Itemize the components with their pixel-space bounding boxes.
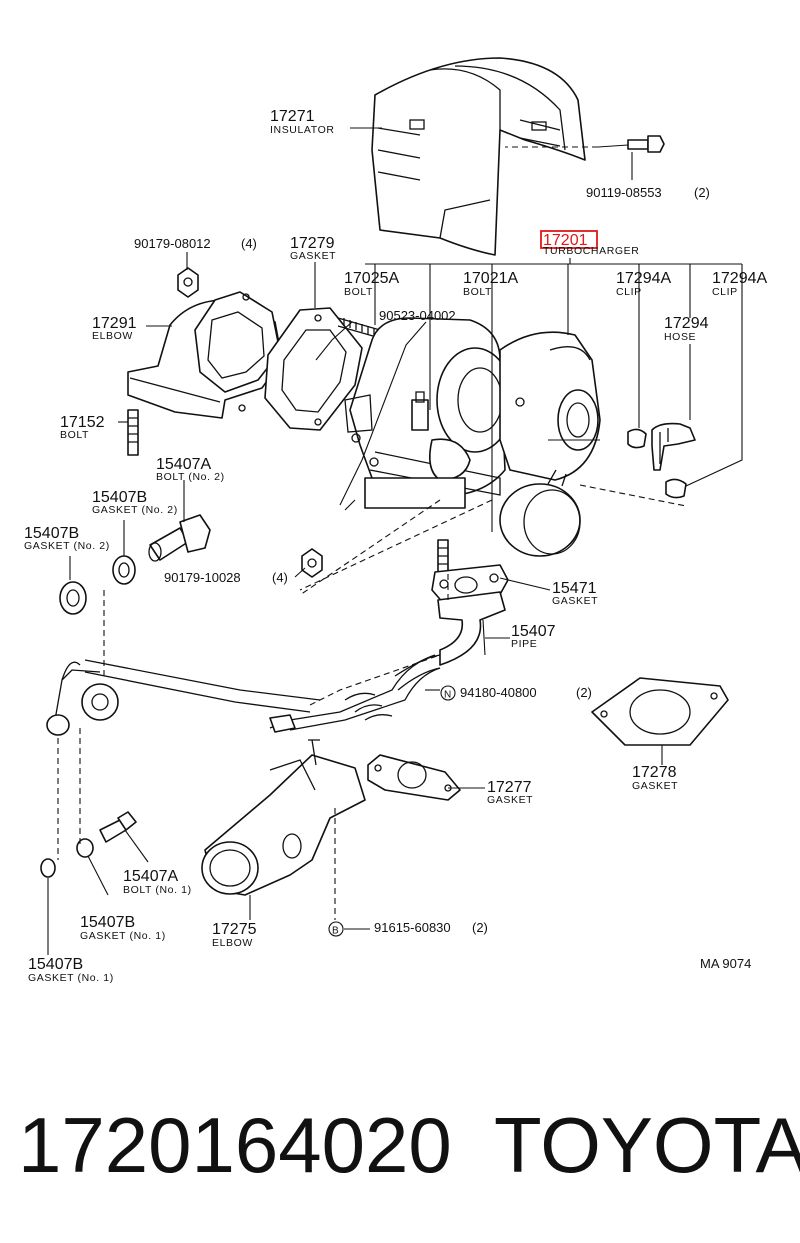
union-bolt-15407a-1-drawing: [99, 811, 137, 843]
union-bolt-15407a-2-drawing: [148, 514, 211, 562]
callout-17291-name: ELBOW: [92, 330, 133, 342]
callout-91615-60830-marker: B: [332, 926, 339, 937]
turbocharger-drawing: [344, 317, 601, 509]
callout-90179-10028-number: 90179-10028: [164, 570, 241, 585]
insulator-drawing: [371, 57, 586, 256]
elbow-17275-drawing: [201, 739, 366, 896]
clip-17294a-2-drawing: [665, 478, 687, 499]
callout-17025a-name: BOLT: [344, 286, 373, 298]
hose-17294-drawing: [651, 422, 696, 471]
callout-15407b-2b-name: GASKET (No. 2): [24, 540, 110, 552]
callout-15407b-2a-number: 15407B: [92, 489, 147, 506]
callout-15407a-2-number: 15407A: [156, 456, 211, 473]
callout-17294-number: 17294: [664, 315, 709, 332]
gasket-17279-drawing: [264, 307, 363, 431]
part-caption: 1720164020 TOYOTA: [18, 1095, 800, 1195]
nut-90179-10028-drawing: [301, 548, 323, 578]
gasket-17278-drawing: [591, 677, 729, 746]
marker-b-circle: [328, 921, 344, 937]
stud-17152-drawing: [127, 409, 139, 456]
callout-17294a-1-number: 17294A: [616, 270, 671, 287]
callout-90119-08553-number: 90119-08553: [586, 185, 662, 200]
gasket-17277-drawing: [367, 754, 461, 801]
dashed-assembly-lines: [57, 146, 687, 920]
callout-17275-number: 17275: [212, 921, 257, 938]
callout-15407a-2-name: BOLT (No. 2): [156, 471, 225, 483]
nut-90179-08012-drawing: [177, 267, 199, 298]
callout-17294a-2-name: CLIP: [712, 286, 738, 298]
gasket-15407b-2b-hole: [66, 589, 80, 607]
callout-94180-40800-marker: N: [444, 690, 451, 701]
callout-90179-08012-number: 90179-08012: [134, 236, 211, 251]
callout-17278-name: GASKET: [632, 780, 678, 792]
callout-15407b-2a-name: GASKET (No. 2): [92, 504, 178, 516]
callout-90179-08012-qty: (4): [241, 236, 257, 251]
callout-15407a-1-number: 15407A: [123, 868, 178, 885]
callout-90119-08553-qty: (2): [694, 185, 710, 200]
callout-94180-40800-qty: (2): [576, 685, 592, 700]
callout-17025a-number: 17025A: [344, 270, 399, 287]
callout-17279-name: GASKET: [290, 250, 336, 262]
marker-n-circle: [440, 685, 456, 701]
gasket-15407b-2b-drawing: [59, 581, 87, 615]
leader-lines: [47, 127, 743, 955]
callout-17294-name: HOSE: [664, 331, 696, 343]
part-number: 1720164020: [18, 1101, 452, 1189]
callout-17294a-2-number: 17294A: [712, 270, 767, 287]
callout-15407b-1a-number: 15407B: [80, 914, 135, 931]
callout-17201-number: 17201: [543, 232, 588, 249]
callout-17271-number: 17271: [270, 108, 315, 125]
callout-17271-name: INSULATOR: [270, 124, 335, 136]
wastegate-actuator-drawing: [499, 469, 581, 557]
callout-15471-name: GASKET: [552, 595, 598, 607]
brand-name: TOYOTA: [494, 1101, 800, 1189]
callout-17021a-name: BOLT: [463, 286, 492, 298]
callout-90523-04002-number: 90523-04002: [379, 308, 456, 323]
exploded-parts-diagram: 17271 INSULATOR 90119-08553 (2) 90179-08…: [24, 57, 767, 984]
callout-15407b-1a-name: GASKET (No. 1): [80, 930, 166, 942]
callout-17201-name: TURBOCHARGER: [543, 245, 639, 257]
callout-15407b-1b-number: 15407B: [28, 956, 83, 973]
callout-91615-60830-qty: (2): [472, 920, 488, 935]
callout-17152-name: BOLT: [60, 429, 89, 441]
elbow-17291-drawing: [127, 291, 283, 419]
callout-90179-10028-qty: (4): [272, 570, 288, 585]
gasket-15407b-2a-hole: [118, 562, 130, 578]
turbocharger-highlight-box: [540, 230, 598, 249]
callout-17294a-1-name: CLIP: [616, 286, 642, 298]
callout-17291-number: 17291: [92, 315, 137, 332]
oil-pipe-15407-drawing: [46, 591, 506, 736]
callout-91615-60830-number: 91615-60830: [374, 920, 451, 935]
gasket-15407b-2a-drawing: [112, 555, 136, 585]
stud-15471-drawing: [437, 539, 449, 576]
callout-17021a-number: 17021A: [463, 270, 518, 287]
bolt-90119-drawing: [627, 135, 665, 153]
callout-15407-number: 15407: [511, 623, 556, 640]
callout-17152-number: 17152: [60, 414, 105, 431]
callout-15407-name: PIPE: [511, 638, 537, 650]
callout-17277-number: 17277: [487, 779, 532, 796]
callout-17277-name: GASKET: [487, 794, 533, 806]
callout-94180-40800-number: 94180-40800: [460, 685, 537, 700]
callout-17279-number: 17279: [290, 235, 335, 252]
callout-15471-number: 15471: [552, 580, 597, 597]
gasket-15407b-1a-drawing: [76, 838, 94, 858]
callout-17278-number: 17278: [632, 764, 677, 781]
clip-17294a-1-drawing: [627, 428, 647, 449]
callout-17275-name: ELBOW: [212, 937, 253, 949]
callout-15407a-1-name: BOLT (No. 1): [123, 884, 192, 896]
callout-15407b-1b-name: GASKET (No. 1): [28, 972, 114, 984]
drawing-code: MA 9074: [700, 956, 751, 971]
gasket-15407b-1b-drawing: [40, 858, 56, 878]
callout-15407b-2b-number: 15407B: [24, 525, 79, 542]
